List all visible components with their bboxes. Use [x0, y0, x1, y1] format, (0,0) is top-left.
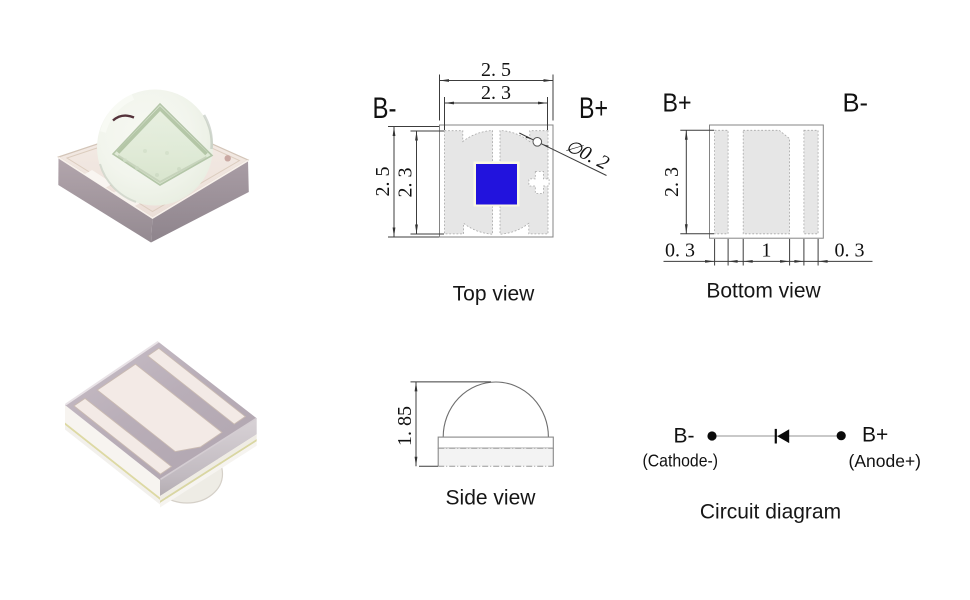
svg-text:Side view: Side view [446, 487, 537, 510]
svg-text:Top view: Top view [453, 283, 536, 306]
svg-text:0. 3: 0. 3 [665, 240, 695, 262]
svg-text:0. 3: 0. 3 [835, 240, 865, 262]
svg-text:B+: B+ [862, 424, 888, 447]
svg-text:(Cathode-): (Cathode-) [643, 451, 719, 471]
svg-text:Circuit diagram: Circuit diagram [700, 501, 841, 524]
svg-text:2. 5: 2. 5 [372, 167, 394, 197]
svg-text:(Anode+): (Anode+) [849, 451, 922, 471]
svg-text:2. 3: 2. 3 [395, 168, 417, 198]
svg-text:B+: B+ [579, 92, 608, 125]
svg-text:B+: B+ [663, 88, 692, 118]
svg-text:2. 3: 2. 3 [481, 82, 511, 104]
svg-text:1: 1 [761, 240, 771, 262]
svg-text:2. 5: 2. 5 [481, 59, 511, 81]
svg-text:B-: B- [674, 425, 695, 448]
svg-text:B-: B- [843, 88, 869, 118]
svg-text:B-: B- [373, 92, 397, 125]
svg-text:1. 85: 1. 85 [394, 406, 416, 446]
svg-text:2. 3: 2. 3 [661, 167, 683, 197]
svg-text:Bottom view: Bottom view [706, 280, 821, 303]
